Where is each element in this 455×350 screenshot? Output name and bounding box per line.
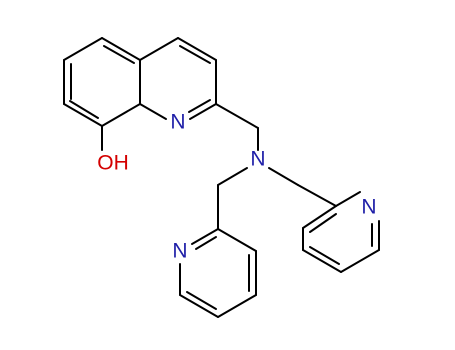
double-bond xyxy=(179,45,211,64)
bond xyxy=(101,37,141,61)
bond xyxy=(302,249,342,273)
atom-n-pyridine-left: N xyxy=(172,240,187,263)
atom-n-amine: N xyxy=(250,148,265,171)
bond xyxy=(335,191,361,207)
quinoline-pyridine-ring xyxy=(139,37,217,120)
bond xyxy=(189,103,217,120)
atom-n-pyridine-right: N xyxy=(361,196,376,219)
bond xyxy=(179,294,219,318)
double-bond xyxy=(186,291,217,310)
bond xyxy=(215,103,259,129)
pyridine-ring-right xyxy=(302,191,380,273)
bond xyxy=(217,167,248,186)
bond xyxy=(340,249,380,273)
double-bond xyxy=(188,99,211,113)
methylene-linker-left xyxy=(217,167,248,230)
bond xyxy=(268,167,299,186)
bond xyxy=(302,205,337,229)
double-bond xyxy=(195,236,217,250)
atom-oh: OH xyxy=(97,152,129,175)
bond xyxy=(217,228,257,252)
double-bond xyxy=(309,246,340,265)
double-bond xyxy=(103,45,135,64)
pyridine-ring-left xyxy=(179,228,257,318)
bond xyxy=(177,37,217,61)
bond xyxy=(297,184,337,207)
methylene-linker-quinoline xyxy=(215,103,259,151)
double-bond xyxy=(69,100,99,119)
bond xyxy=(191,228,219,245)
bond xyxy=(63,37,103,61)
bond xyxy=(101,103,141,127)
atom-labels: N OH N N N xyxy=(97,111,376,263)
methylene-linker-right xyxy=(268,167,337,207)
atom-n-quinoline: N xyxy=(170,111,185,134)
bond xyxy=(139,103,167,120)
bond xyxy=(217,294,257,318)
double-bond xyxy=(309,213,337,233)
quinoline-benzo-ring xyxy=(63,37,141,127)
bond xyxy=(139,37,179,61)
bond xyxy=(63,103,103,127)
